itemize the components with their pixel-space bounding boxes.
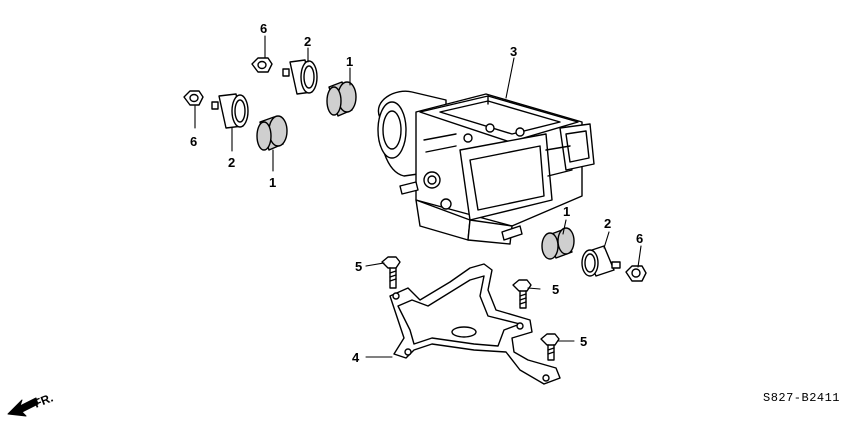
damper-2-right <box>581 245 621 277</box>
damper-2-top <box>282 59 318 95</box>
callout-1-right: 1 <box>563 204 570 219</box>
nut-6-top <box>251 57 273 73</box>
front-arrow-icon <box>7 397 39 417</box>
callout-2-right: 2 <box>604 216 611 231</box>
callout-6-left: 6 <box>190 134 197 149</box>
callout-5-right: 5 <box>580 334 587 349</box>
callout-4: 4 <box>352 350 360 365</box>
callout-5-middle: 5 <box>552 282 559 297</box>
callout-6-top: 6 <box>260 21 267 36</box>
grommet-1-top <box>326 81 357 117</box>
callout-6-right: 6 <box>636 231 643 246</box>
bolt-5-middle <box>512 279 532 309</box>
bolt-5-left <box>381 256 401 289</box>
grommet-1-right <box>541 227 575 260</box>
grommet-1-left <box>256 115 288 151</box>
callout-3: 3 <box>510 44 517 59</box>
nut-6-right <box>625 265 647 282</box>
leader-lines <box>194 35 642 358</box>
callout-5-left: 5 <box>355 259 362 274</box>
bolt-5-right <box>540 333 560 361</box>
abs-modulator-unit <box>377 90 595 245</box>
damper-2-left <box>211 93 249 129</box>
callout-2-left: 2 <box>228 155 235 170</box>
callout-1-top: 1 <box>346 54 353 69</box>
callout-2-top: 2 <box>304 34 311 49</box>
nut-6-left <box>183 90 204 106</box>
diagram-code: S827-B2411 <box>763 391 840 405</box>
bracket-4 <box>389 263 561 385</box>
front-direction-indicator: FR. <box>7 391 55 417</box>
front-label: FR. <box>32 391 55 411</box>
callout-1-left: 1 <box>269 175 276 190</box>
